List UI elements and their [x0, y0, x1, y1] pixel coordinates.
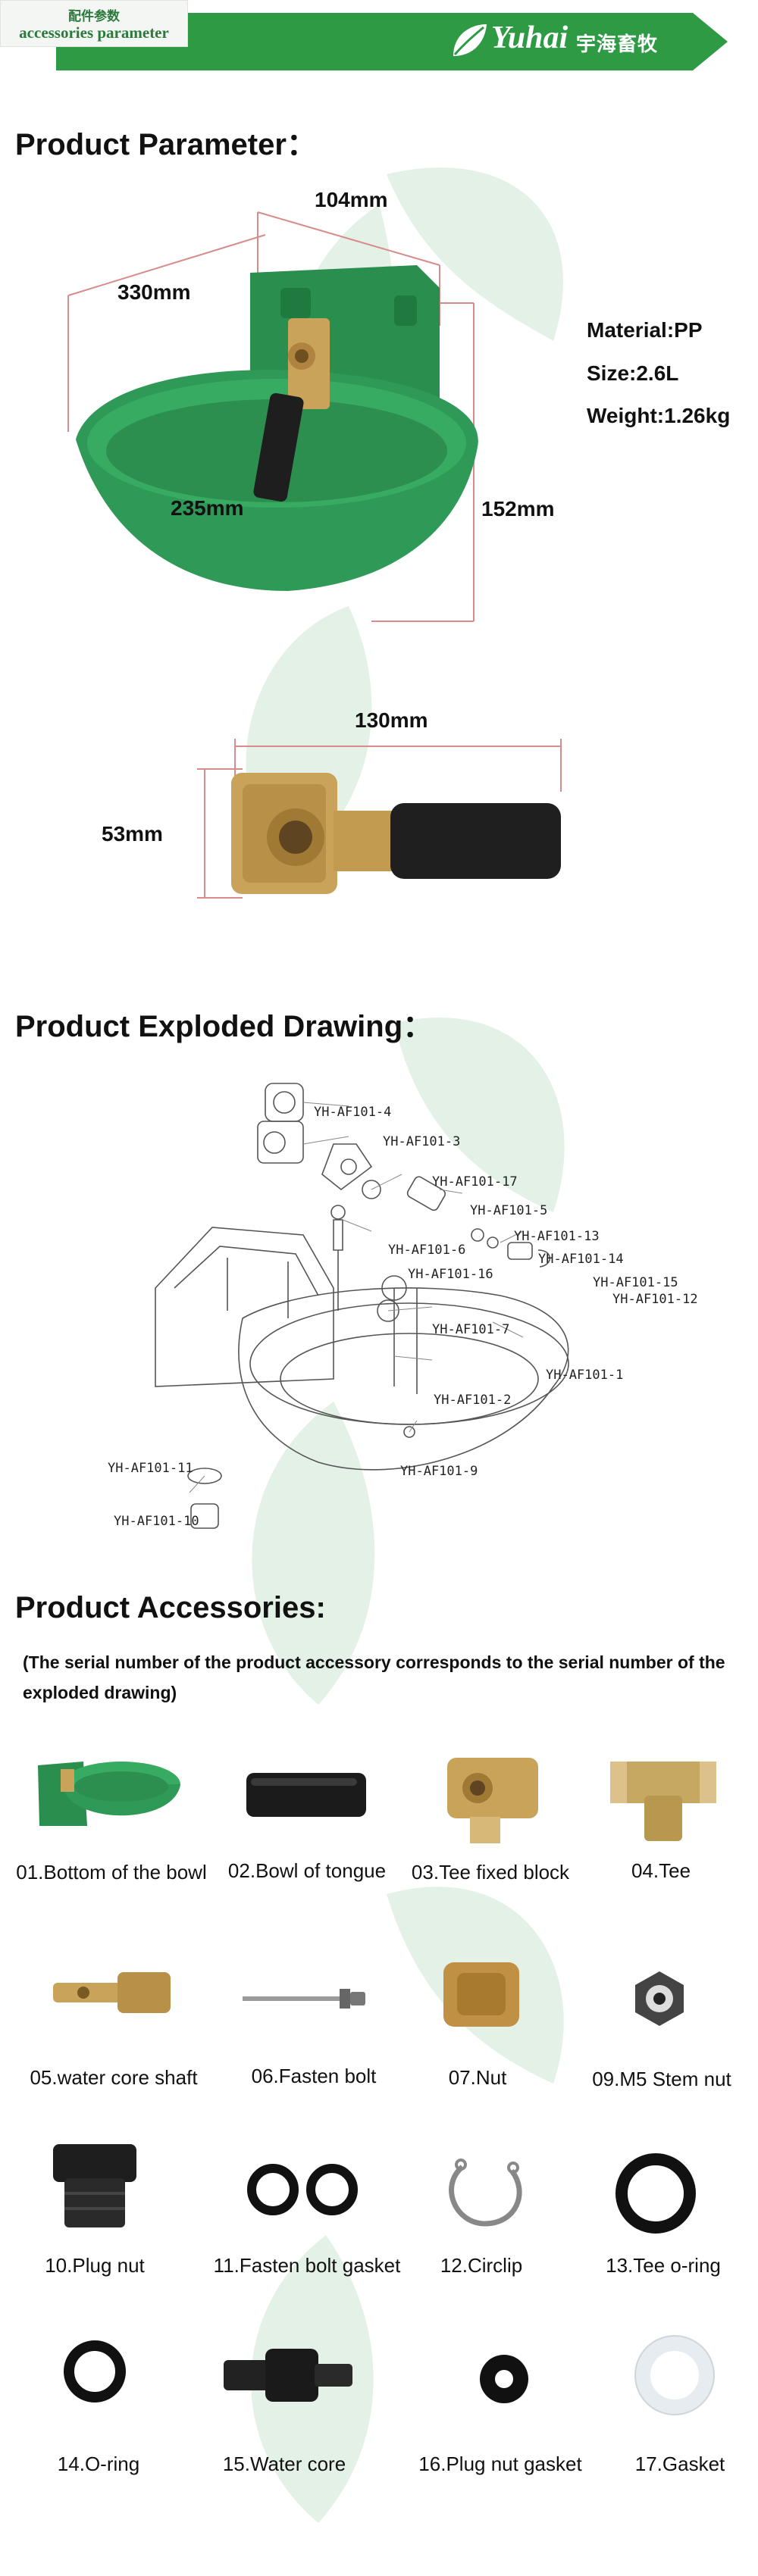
accessory-label-12: 12.Circlip: [440, 2254, 523, 2277]
spec-size: Size:2.6L: [587, 361, 679, 385]
part-label-15: YH-AF101-15: [593, 1275, 678, 1290]
brand-latin: Yuhai: [491, 20, 568, 55]
brand-logo: Yuhai 宇海畜牧: [447, 18, 720, 65]
dim-inner: 235mm: [171, 496, 244, 520]
part-label-11: YH-AF101-11: [108, 1461, 193, 1476]
accessory-label-14: 14.O-ring: [57, 2453, 140, 2475]
part-label-3: YH-AF101-3: [383, 1134, 461, 1149]
part-label-5: YH-AF101-5: [470, 1203, 548, 1218]
brand-cn: 宇海畜牧: [576, 33, 659, 56]
fasten-bolt-gasket-image: [247, 2164, 358, 2215]
accessory-label-05: 05.water core shaft: [30, 2066, 198, 2089]
section-tag: 配件参数 accessories parameter: [0, 0, 188, 47]
part-label-16: YH-AF101-16: [408, 1267, 493, 1282]
dim-fitting-height: 53mm: [102, 822, 163, 846]
accessory-label-07: 07.Nut: [448, 2066, 507, 2089]
exploded-drawing: [155, 1083, 569, 1529]
bowl-bottom-image: [38, 1762, 180, 1826]
part-label-9: YH-AF101-9: [400, 1464, 478, 1479]
water-core-image: [224, 2349, 352, 2402]
circlip-image: [449, 2159, 522, 2227]
spec-weight: Weight:1.26kg: [587, 404, 731, 427]
plug-nut-image: [53, 2144, 136, 2227]
accessory-label-03: 03.Tee fixed block: [411, 1861, 570, 1884]
leaf-icon: [453, 24, 487, 56]
plug-nut-gasket-image: [480, 2355, 528, 2403]
nut-image: [443, 1962, 519, 2027]
part-label-13: YH-AF101-13: [514, 1229, 600, 1244]
dim-length: 330mm: [117, 280, 191, 304]
tongue-image: [246, 1773, 366, 1817]
dim-height: 152mm: [481, 497, 555, 521]
exploded-title: Product Exploded Drawing：: [15, 1010, 434, 1043]
accessory-label-17: 17.Gasket: [634, 2453, 725, 2475]
accessory-label-09: 09.M5 Stem nut: [592, 2068, 731, 2090]
section-tag-en: accessories parameter: [19, 23, 169, 42]
dim-fitting-length: 130mm: [355, 708, 428, 732]
part-label-4: YH-AF101-4: [314, 1105, 392, 1120]
tee-o-ring-image: [615, 2153, 696, 2234]
part-label-12: YH-AF101-12: [612, 1292, 698, 1307]
accessory-label-13: 13.Tee o-ring: [606, 2254, 721, 2277]
section-tag-cn: 配件参数: [68, 9, 120, 24]
parameter-title: Product Parameter：: [15, 128, 317, 161]
part-label-6: YH-AF101-6: [388, 1243, 466, 1258]
dim-width-top: 104mm: [315, 188, 388, 211]
fasten-bolt-image: [243, 1989, 365, 2009]
part-label-14: YH-AF101-14: [538, 1252, 624, 1267]
part-label-2: YH-AF101-2: [434, 1393, 512, 1408]
header-banner: [56, 13, 728, 70]
stem-nut-image: [635, 1971, 684, 2026]
part-label-10: YH-AF101-10: [114, 1514, 199, 1529]
accessory-label-15: 15.Water core: [222, 2453, 346, 2475]
accessory-label-02: 02.Bowl of tongue: [227, 1859, 387, 1882]
accessory-label-11: 11.Fasten bolt gasket: [213, 2254, 401, 2277]
accessory-label-16: 16.Plug nut gasket: [418, 2453, 582, 2475]
accessories-note: (The serial number of the product access…: [23, 1652, 725, 1703]
accessory-label-04: 04.Tee: [631, 1859, 691, 1882]
gasket-image: [634, 2335, 715, 2415]
accessories-title: Product Accessories:: [15, 1591, 326, 1624]
tee-image: [610, 1762, 716, 1841]
water-core-shaft-image: [53, 1972, 171, 2013]
bowl-photo: [67, 211, 478, 622]
tee-fixed-block-image: [447, 1758, 538, 1843]
part-label-7: YH-AF101-7: [432, 1322, 510, 1337]
accessory-label-01: 01.Bottom of the bowl: [16, 1861, 207, 1884]
part-label-1: YH-AF101-1: [546, 1368, 624, 1383]
spec-material: Material:PP: [587, 318, 703, 342]
o-ring-image: [64, 2340, 126, 2402]
part-label-17: YH-AF101-17: [432, 1174, 518, 1190]
accessory-label-06: 06.Fasten bolt: [251, 2065, 377, 2087]
accessory-label-10: 10.Plug nut: [45, 2254, 145, 2277]
fitting-photo: [197, 739, 562, 899]
